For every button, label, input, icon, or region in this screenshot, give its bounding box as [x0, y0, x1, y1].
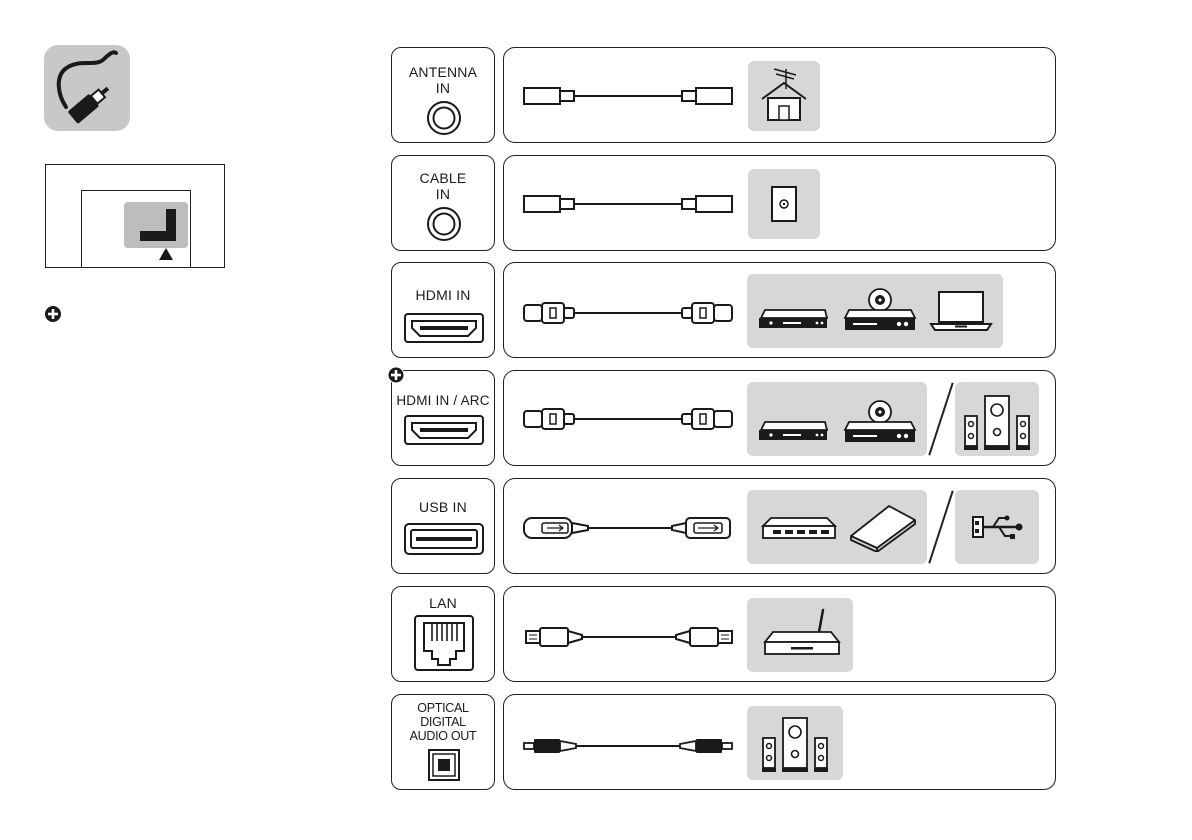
port-optical-digital-audio-out: OPTICAL DIGITAL AUDIO OUT [391, 694, 495, 790]
cable-plug-icon [44, 45, 130, 131]
usb-port-icon [404, 523, 484, 555]
port-label: HDMI IN [392, 287, 494, 303]
optical-cable-icon [522, 735, 734, 757]
port-label: ANTENNA IN [392, 64, 494, 96]
usb-stick-icon [955, 490, 1039, 564]
connection-row-antenna [503, 47, 1056, 143]
port-label: USB IN [392, 499, 494, 515]
speaker-system-icon [747, 706, 843, 780]
port-hdmi-in: HDMI IN [391, 262, 495, 358]
connection-row-hdmi [503, 262, 1056, 358]
port-label: HDMI IN / ARC [392, 393, 494, 409]
external-drive-icon [847, 502, 919, 552]
hdmi-port-icon [404, 313, 484, 343]
separator-slash [928, 383, 953, 456]
ethernet-cable-icon [524, 625, 734, 649]
tv-rear-panel-icon [45, 164, 225, 268]
dvd-player-icon [843, 288, 917, 334]
usb-cable-icon [522, 515, 734, 541]
wall-outlet-icon [748, 169, 820, 239]
port-label: CABLE IN [392, 170, 494, 202]
connection-row-usb [503, 478, 1056, 574]
set-top-box-icon [757, 420, 829, 444]
port-cable-in: CABLE IN [391, 155, 495, 251]
hdmi-cable-icon [522, 301, 734, 325]
separator-slash [928, 491, 953, 564]
speaker-system-icon [955, 382, 1039, 456]
connection-row-cable [503, 155, 1056, 251]
coax-jack-icon [426, 100, 462, 136]
device-group-usb [747, 490, 927, 564]
hdmi-port-icon [404, 415, 484, 445]
connection-row-hdmi-arc [503, 370, 1056, 466]
device-group-hdmi-arc [747, 382, 927, 456]
port-label: OPTICAL DIGITAL AUDIO OUT [392, 701, 494, 743]
house-antenna-icon [748, 61, 820, 131]
connection-row-optical [503, 694, 1056, 790]
set-top-box-icon [757, 308, 829, 332]
plus-circle-icon [44, 305, 62, 323]
laptop-icon [929, 290, 993, 334]
coax-cable-icon [522, 84, 734, 108]
device-group-hdmi [747, 274, 1003, 348]
port-lan: LAN [391, 586, 495, 682]
plus-circle-icon [387, 366, 405, 384]
router-icon [747, 598, 853, 672]
optical-port-icon [428, 749, 460, 781]
hdmi-cable-icon [522, 407, 734, 431]
coax-jack-icon [426, 206, 462, 242]
port-usb-in: USB IN [391, 478, 495, 574]
dvd-player-icon [843, 400, 917, 446]
rj45-port-icon [414, 615, 474, 671]
coax-cable-icon [522, 192, 734, 216]
connection-row-lan [503, 586, 1056, 682]
port-label: LAN [392, 595, 494, 611]
port-antenna-in: ANTENNA IN [391, 47, 495, 143]
port-hdmi-in-arc: HDMI IN / ARC [391, 370, 495, 466]
usb-hub-icon [761, 514, 837, 544]
